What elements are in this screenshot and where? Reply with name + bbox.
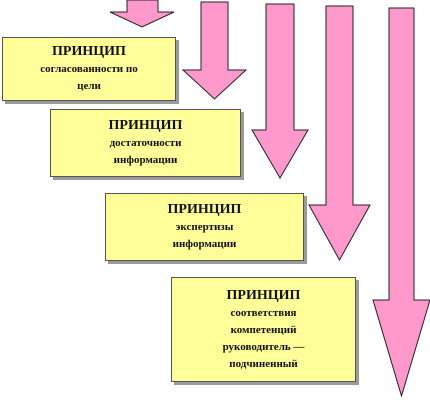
principle-text-line: согласованности по <box>40 63 138 75</box>
principle-box-4: ПРИНЦИП соответствия компетенций руковод… <box>171 277 356 382</box>
principle-text-line: цели <box>77 80 101 92</box>
principle-text-line: подчиненный <box>229 357 298 370</box>
principle-title: ПРИНЦИП <box>108 118 183 133</box>
arrow-5 <box>372 7 430 398</box>
principle-title: ПРИНЦИП <box>226 287 301 303</box>
principle-box-1: ПРИНЦИП согласованности по цели <box>2 37 176 101</box>
principle-title: ПРИНЦИП <box>52 44 126 59</box>
arrow-4 <box>308 5 371 262</box>
principle-text-line: руководитель — <box>222 340 305 353</box>
principle-text-line: соответствия <box>230 306 297 319</box>
principle-box-2: ПРИНЦИП достаточности информации <box>50 109 241 177</box>
arrow-1 <box>109 0 175 28</box>
principle-text-line: компетенций <box>230 323 297 336</box>
principle-text-line: информации <box>113 154 178 166</box>
principle-text-line: информации <box>172 238 237 250</box>
arrow-3 <box>251 3 309 179</box>
principle-text-line: экспертизы <box>175 221 234 233</box>
principle-text-line: достаточности <box>109 137 182 149</box>
principle-title: ПРИНЦИП <box>167 202 242 217</box>
arrow-2 <box>181 1 248 100</box>
principle-box-3: ПРИНЦИП экспертизы информации <box>105 193 304 261</box>
